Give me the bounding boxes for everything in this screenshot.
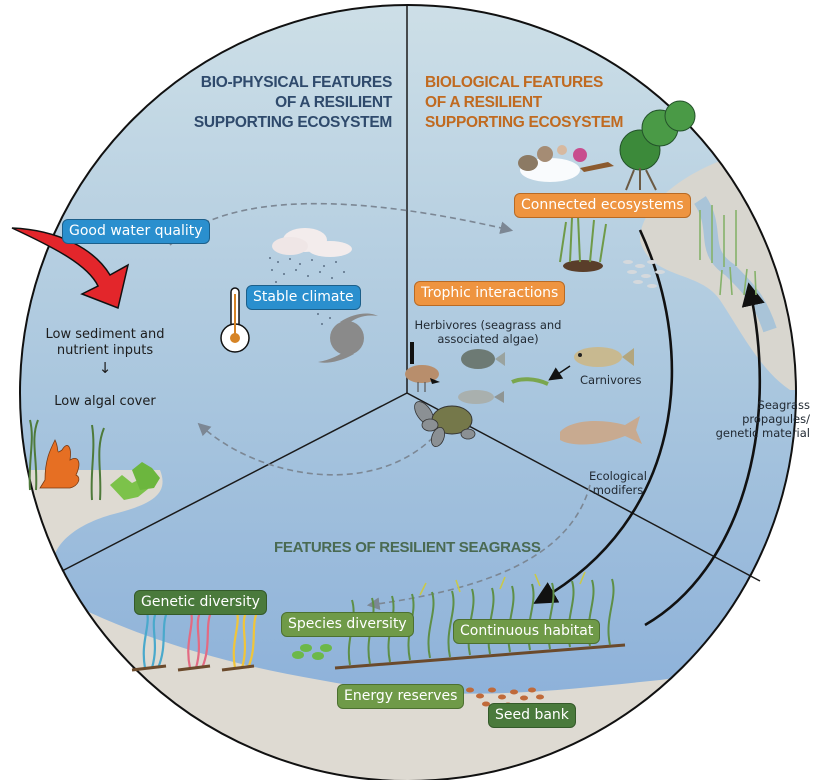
note-ecological-modifiers: Ecological modifers — [578, 469, 658, 497]
note-seagrass-propagules: Seagrass propagules/ genetic material — [700, 398, 810, 440]
down-arrow-icon: ↓ — [98, 359, 112, 377]
mangrove-seagrass-icon — [699, 205, 757, 296]
title-line: BIO-PHYSICAL FEATURES — [200, 74, 393, 91]
coral-cluster-icon — [518, 145, 614, 182]
note-line: propagules/ — [742, 412, 810, 426]
title-line: OF A RESILIENT — [425, 94, 542, 111]
label-seed-bank: Seed bank — [488, 703, 576, 728]
goose-icon — [405, 342, 440, 392]
seagrass-patch-icon — [559, 215, 607, 272]
label-good-water-quality: Good water quality — [62, 219, 210, 244]
carnivore-fish-icon — [548, 347, 634, 381]
coral-reef-icon — [28, 419, 160, 501]
arrow-habitat-to-propagules — [644, 282, 765, 627]
note-line: Seagrass — [757, 398, 810, 412]
label-continuous-habitat: Continuous habitat — [453, 619, 601, 644]
shrimp-icon — [511, 377, 549, 386]
turtle-icon — [414, 401, 476, 448]
title-line: BIOLOGICAL FEATURES — [425, 74, 604, 91]
label-trophic-interactions: Trophic interactions — [414, 281, 566, 306]
title-line: SUPPORTING ECOSYSTEM — [425, 114, 624, 131]
note-line: nutrient inputs — [56, 343, 154, 358]
note-herbivores: Herbivores (seagrass and associated alga… — [403, 318, 573, 346]
note-line: modifers — [592, 483, 644, 497]
label-stable-climate: Stable climate — [246, 285, 361, 310]
title-line: OF A RESILIENT — [275, 94, 392, 111]
dugong-icon — [560, 416, 642, 445]
label-connected-ecosystems: Connected ecosystems — [514, 193, 691, 218]
note-line: Herbivores (seagrass and — [414, 318, 562, 332]
label-species-diversity: Species diversity — [281, 612, 414, 637]
thermometer-icon — [220, 287, 250, 353]
note-low-algal-cover: Low algal cover — [54, 394, 156, 409]
label-genetic-diversity: Genetic diversity — [134, 590, 267, 615]
label-energy-reserves: Energy reserves — [337, 684, 465, 709]
note-line: Ecological — [589, 469, 647, 483]
note-line: associated algae) — [437, 332, 539, 346]
note-line: Low sediment and — [45, 327, 165, 342]
note-line: genetic material — [715, 426, 810, 440]
divider-left — [61, 392, 408, 572]
note-carnivores: Carnivores — [580, 373, 642, 387]
section-title-biological: BIOLOGICAL FEATURES OF A RESILIENT SUPPO… — [425, 73, 645, 133]
section-title-seagrass: FEATURES OF RESILIENT SEAGRASS — [274, 539, 541, 556]
dashed-arrow-to-algal — [197, 422, 441, 476]
mangrove-tree-icon — [619, 100, 696, 191]
cyclone-icon — [318, 313, 378, 363]
continuous-seagrass-meadow-icon — [292, 571, 626, 670]
rain-cloud-icon — [269, 228, 352, 325]
title-line: SUPPORTING ECOSYSTEM — [193, 114, 392, 131]
red-curved-arrow-icon — [11, 227, 130, 310]
section-title-biophysical: BIO-PHYSICAL FEATURES OF A RESILIENT SUP… — [186, 73, 392, 133]
fish-school-icon — [623, 260, 665, 288]
dashed-arrow-to-species — [366, 484, 591, 611]
herbivore-fish-icon — [458, 349, 505, 404]
arrow-connected-to-habitat — [533, 229, 674, 604]
note-low-sediment: Low sediment and nutrient inputs ↓ — [30, 327, 180, 377]
